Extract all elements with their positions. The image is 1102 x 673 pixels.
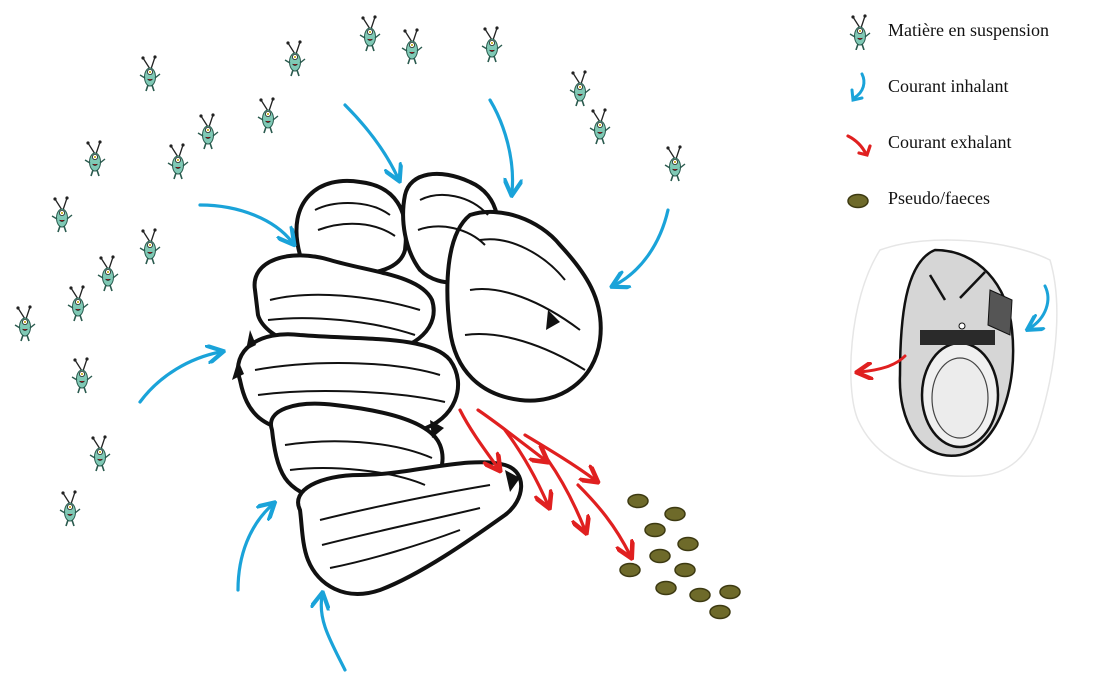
suspended-particle-icon — [72, 357, 92, 393]
inhalant-arrow — [345, 105, 398, 178]
suspended-particle-icon — [590, 108, 610, 144]
faeces-pellets — [620, 495, 740, 619]
suspended-particle-icon — [85, 140, 105, 176]
legend: Matière en suspension Courant inhalant C… — [842, 14, 1097, 238]
inhalant-arrow — [490, 100, 513, 192]
suspended-particle-icon — [258, 97, 278, 133]
faeces-pellet — [650, 550, 670, 563]
legend-label: Courant exhalant — [888, 132, 1011, 153]
suspended-particle-icon — [52, 196, 72, 232]
suspended-particle-icon — [285, 40, 305, 76]
suspended-particle-icon — [842, 14, 878, 50]
inhalant-arrow — [321, 596, 345, 670]
faeces-pellet — [620, 564, 640, 577]
faeces-pellet — [656, 582, 676, 595]
legend-label: Matière en suspension — [888, 20, 1049, 41]
inhalant-arrow — [615, 210, 668, 285]
exhalant-arrow — [525, 435, 595, 480]
single-mussel-inset — [851, 240, 1057, 476]
inhalant-arrow-icon — [842, 70, 878, 106]
inhalant-arrow — [238, 505, 272, 590]
suspended-particle-icon — [15, 305, 35, 341]
mussel-shell — [447, 212, 600, 401]
suspended-particle-icon — [360, 15, 380, 51]
suspended-particle-icon — [140, 228, 160, 264]
suspended-particle-icon — [402, 28, 422, 64]
suspended-particle-icon — [68, 285, 88, 321]
suspended-particle-icon — [665, 145, 685, 181]
suspended-particle-icon — [98, 255, 118, 291]
faeces-pellet — [645, 524, 665, 537]
suspended-particle-icon — [60, 490, 80, 526]
faeces-pellet — [665, 508, 685, 521]
exhalant-arrow-icon — [842, 126, 878, 162]
suspended-particle-icon — [168, 143, 188, 179]
suspended-particle-icon — [90, 435, 110, 471]
legend-item-suspended-matter: Matière en suspension — [842, 14, 1097, 70]
faeces-pellet-icon — [842, 182, 878, 218]
legend-item-exhalant-current: Courant exhalant — [842, 126, 1097, 182]
legend-item-inhalant-current: Courant inhalant — [842, 70, 1097, 126]
faeces-pellet — [720, 586, 740, 599]
faeces-pellet — [675, 564, 695, 577]
suspended-particle-icon — [198, 113, 218, 149]
inhalant-arrow — [200, 205, 292, 242]
legend-item-pseudo-faeces: Pseudo/faeces — [842, 182, 1097, 238]
suspended-particle-icon — [570, 70, 590, 106]
faeces-pellet — [678, 538, 698, 551]
legend-label: Pseudo/faeces — [888, 188, 990, 209]
suspended-particle-icon — [140, 55, 160, 91]
faeces-pellet — [710, 606, 730, 619]
faeces-pellet — [628, 495, 648, 508]
suspended-particle-icon — [482, 26, 502, 62]
faeces-pellet — [690, 589, 710, 602]
inhalant-arrow — [140, 352, 220, 402]
mussel-shell — [298, 462, 521, 594]
exhalant-arrow — [578, 485, 630, 555]
legend-label: Courant inhalant — [888, 76, 1008, 97]
